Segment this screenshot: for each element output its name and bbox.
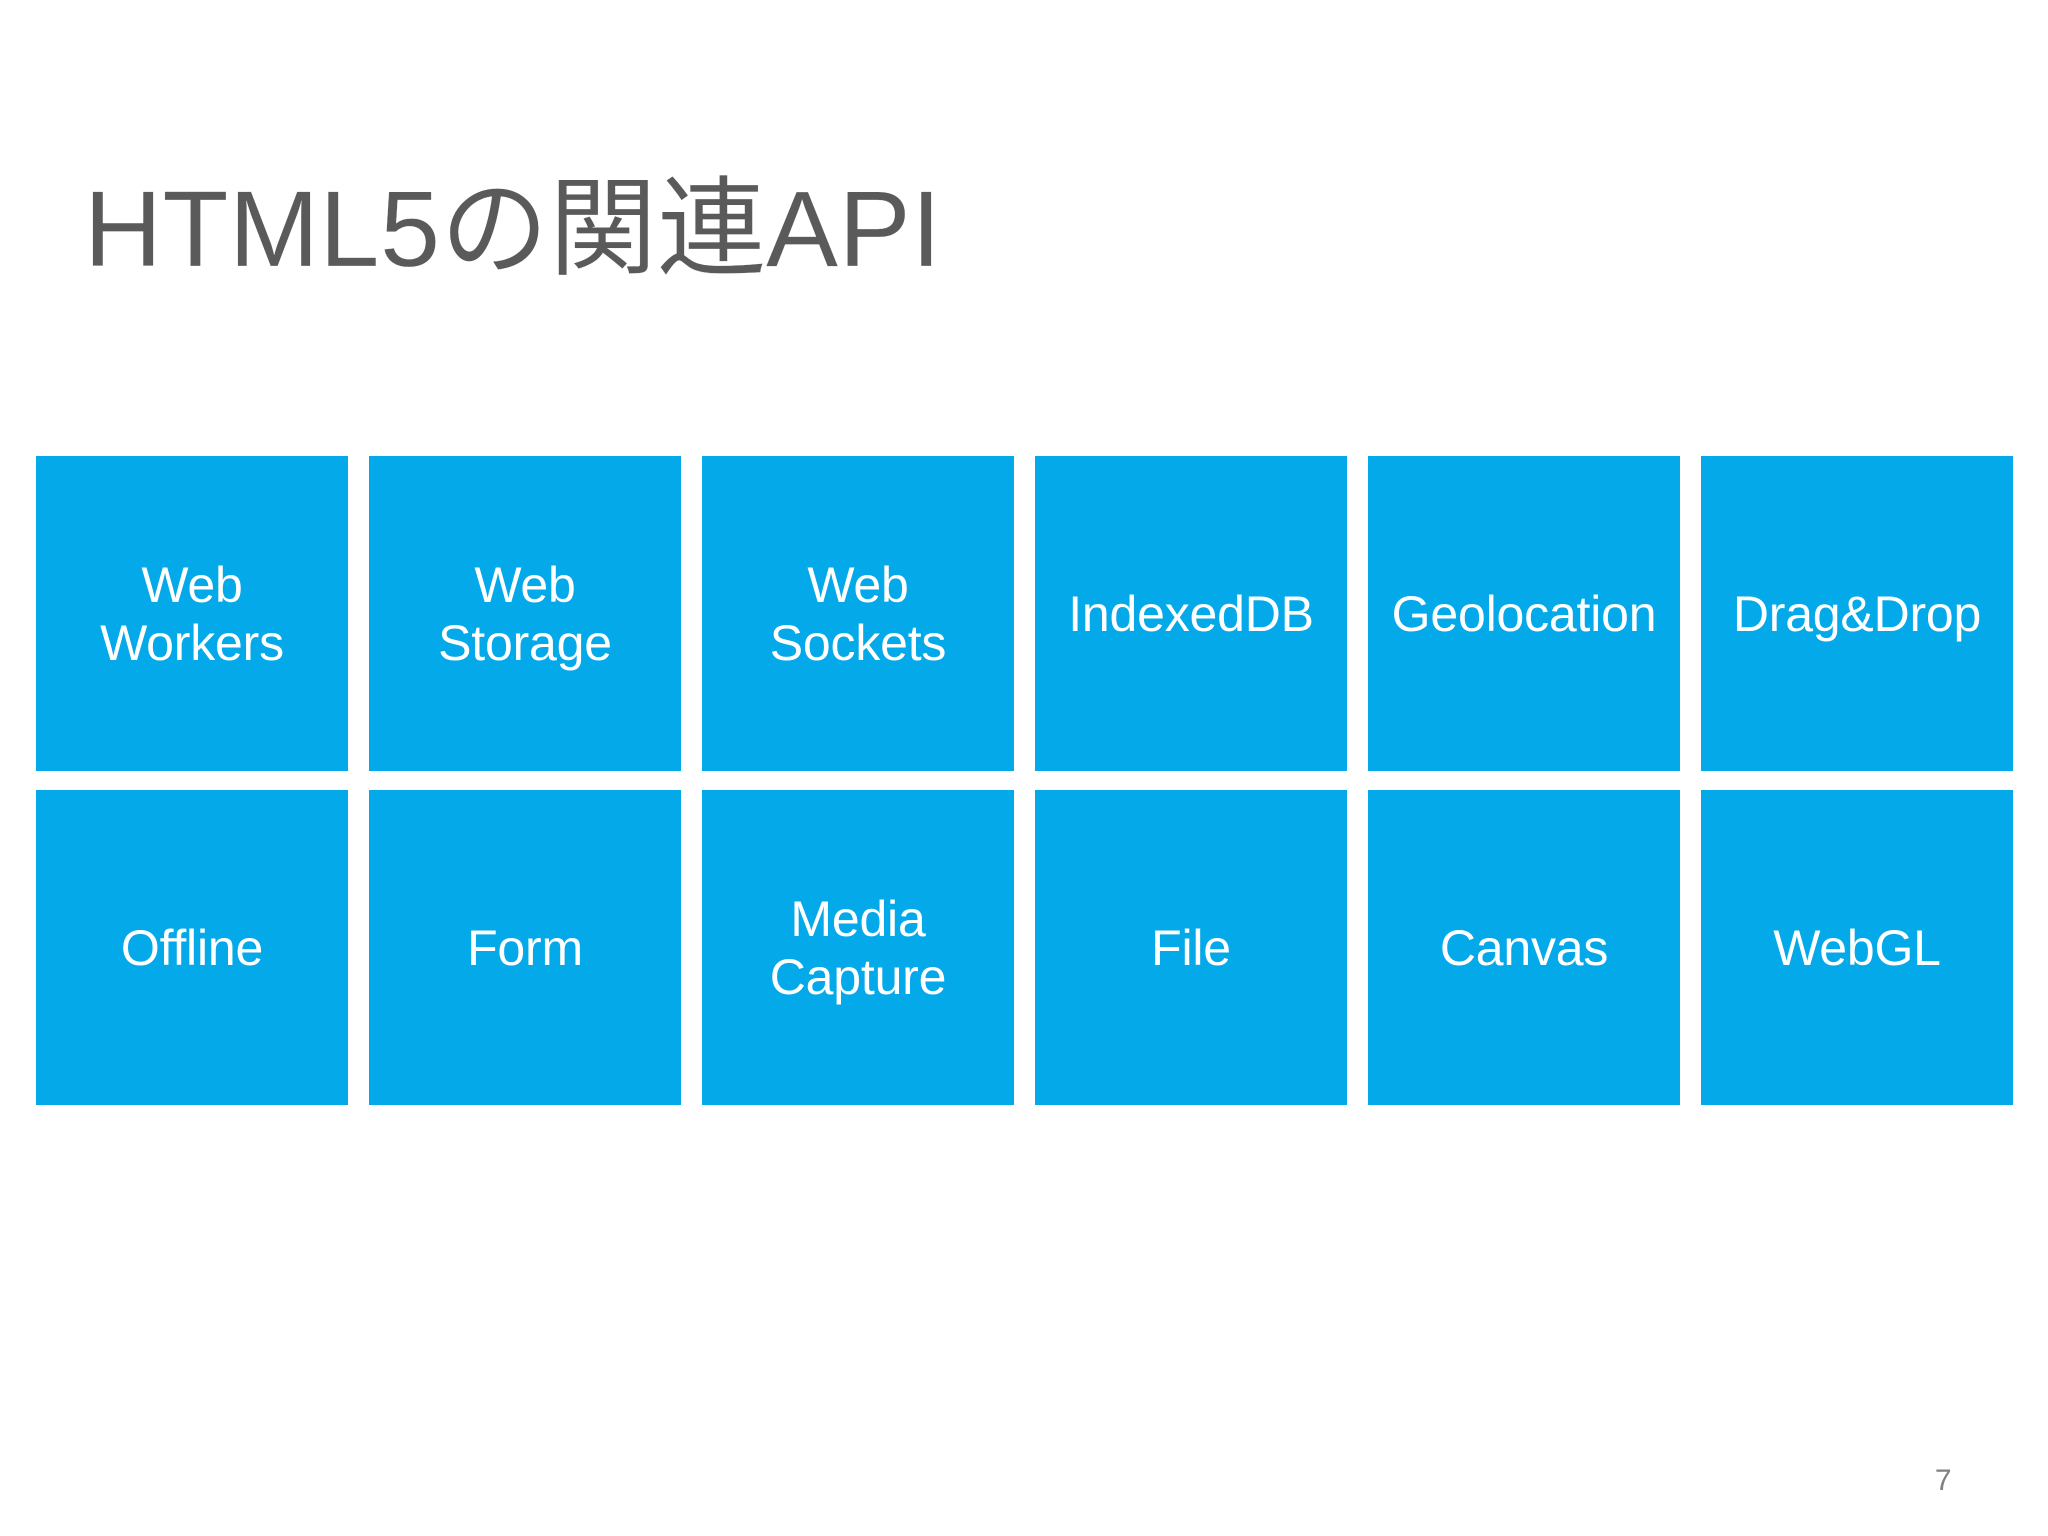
tile-label: File — [1151, 919, 1231, 976]
api-tile-grid: Web Workers Web Storage Web Sockets Inde… — [36, 456, 2013, 1105]
tile-label: Web Storage — [438, 556, 612, 671]
tile-canvas[interactable]: Canvas — [1368, 790, 1680, 1105]
tile-label: Geolocation — [1391, 585, 1657, 642]
tile-label: Canvas — [1439, 919, 1609, 976]
tile-offline[interactable]: Offline — [36, 790, 348, 1105]
tile-media-capture[interactable]: Media Capture — [702, 790, 1014, 1105]
tile-web-storage[interactable]: Web Storage — [369, 456, 681, 771]
tile-indexeddb[interactable]: IndexedDB — [1035, 456, 1347, 771]
tile-label: Web Sockets — [769, 556, 947, 671]
tile-form[interactable]: Form — [369, 790, 681, 1105]
tile-drag-and-drop[interactable]: Drag&Drop — [1701, 456, 2013, 771]
tile-webgl[interactable]: WebGL — [1701, 790, 2013, 1105]
tile-web-workers[interactable]: Web Workers — [36, 456, 348, 771]
tile-geolocation[interactable]: Geolocation — [1368, 456, 1680, 771]
page-title: HTML5の関連API — [84, 168, 942, 290]
tile-label: WebGL — [1773, 919, 1941, 976]
tile-label: Web Workers — [100, 556, 284, 671]
tile-label: Offline — [120, 919, 264, 976]
tile-file[interactable]: File — [1035, 790, 1347, 1105]
tile-label: Media Capture — [769, 890, 947, 1005]
tile-web-sockets[interactable]: Web Sockets — [702, 456, 1014, 771]
tile-label: Form — [467, 919, 583, 976]
page-number: 7 — [1934, 1464, 1952, 1497]
tile-label: Drag&Drop — [1732, 585, 1982, 642]
tile-label: IndexedDB — [1068, 585, 1314, 642]
